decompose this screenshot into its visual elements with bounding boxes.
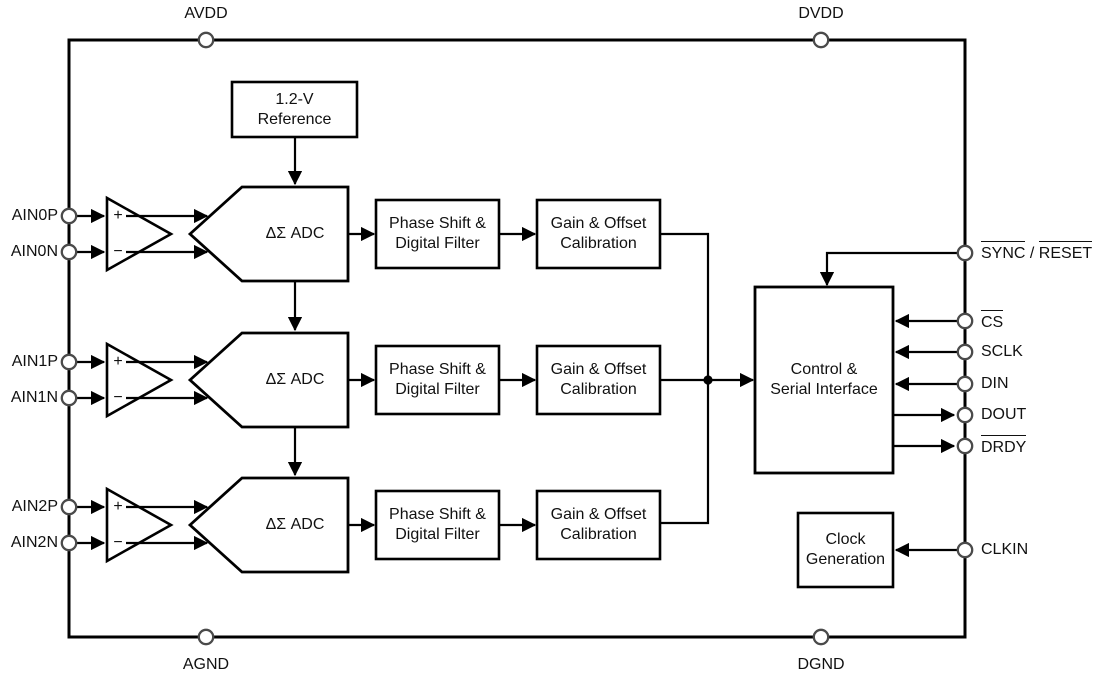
clock-block-label: Clock Generation xyxy=(805,531,886,568)
chip-outline xyxy=(67,38,967,639)
pin-ain1n xyxy=(60,389,78,407)
amp0-plus-sign: + xyxy=(113,207,123,224)
pin-dgnd xyxy=(812,628,830,646)
clock-block xyxy=(796,511,895,589)
pin-label-ain0n: AIN0N xyxy=(10,243,58,260)
channel-1 xyxy=(76,331,662,429)
amp2-plus-sign: + xyxy=(113,498,123,515)
filter-block-2 xyxy=(374,489,501,561)
filter-block-1 xyxy=(374,344,501,416)
pin-avdd xyxy=(197,31,215,49)
pin-sync-reset xyxy=(956,244,974,262)
data-bus xyxy=(660,232,755,525)
pin-label-drdy: DRDY xyxy=(981,435,1027,459)
drdy-label: DRDY xyxy=(981,435,1027,459)
pin-drdy xyxy=(956,437,974,455)
reference-chain xyxy=(230,80,359,477)
wire-sync-reset xyxy=(819,251,957,287)
pin-label-din: DIN xyxy=(981,375,1009,392)
pin-label-sync-reset: SYNC / RESET xyxy=(981,241,1093,265)
sync-reset-separator: / xyxy=(1025,245,1039,262)
pin-dvdd xyxy=(812,31,830,49)
pin-ain0n xyxy=(60,243,78,261)
reset-label: RESET xyxy=(1038,241,1093,265)
pin-ain2p xyxy=(60,498,78,516)
pin-circles xyxy=(60,31,974,646)
control-block xyxy=(753,285,895,475)
pin-ain2n xyxy=(60,534,78,552)
pin-din xyxy=(956,375,974,393)
pin-label-ain1p: AIN1P xyxy=(11,353,58,370)
pin-label-agnd: AGND xyxy=(182,656,230,673)
bus-ch0 xyxy=(660,232,710,380)
amp2-minus-sign: − xyxy=(113,534,123,551)
pin-ain1p xyxy=(60,353,78,371)
amp0-minus-sign: − xyxy=(113,243,123,260)
pin-label-dvdd: DVDD xyxy=(798,5,844,22)
filter-block-label-2: Phase Shift & Digital Filter xyxy=(389,506,486,543)
pin-label-dout: DOUT xyxy=(981,406,1027,423)
pin-label-ain2p: AIN2P xyxy=(11,498,58,515)
pin-cs xyxy=(956,312,974,330)
channel-0 xyxy=(76,185,662,283)
cal-block-label-0: Gain & Offset Calibration xyxy=(550,215,647,252)
pin-label-sclk: SCLK xyxy=(981,343,1023,360)
pin-label-clkin: CLKIN xyxy=(981,541,1029,558)
cal-block-0 xyxy=(535,198,662,270)
filter-block-label-1: Phase Shift & Digital Filter xyxy=(389,361,486,398)
pin-dout xyxy=(956,406,974,424)
pin-label-ain2n: AIN2N xyxy=(10,534,58,551)
bus-ch2 xyxy=(660,380,710,525)
reference-block-label: 1.2-V Reference xyxy=(257,90,332,128)
pin-label-ain1n: AIN1N xyxy=(10,389,58,406)
cal-block-1 xyxy=(535,344,662,416)
pin-ain0p xyxy=(60,207,78,225)
channel-2 xyxy=(76,476,662,574)
pin-label-cs: CS xyxy=(981,310,1004,334)
cal-block-2 xyxy=(535,489,662,561)
amp1-minus-sign: − xyxy=(113,389,123,406)
cs-label: CS xyxy=(981,310,1004,334)
bus-junction-dot xyxy=(703,375,713,385)
control-block-label: Control & Serial Interface xyxy=(770,361,878,398)
reference-block xyxy=(230,80,359,139)
adc-block-label-1: ΔΣ ADC xyxy=(265,371,325,388)
cal-block-label-2: Gain & Offset Calibration xyxy=(550,506,647,543)
serial-wires xyxy=(819,251,957,558)
cal-block-label-1: Gain & Offset Calibration xyxy=(550,361,647,398)
pin-label-avdd: AVDD xyxy=(184,5,228,22)
sync-label: SYNC xyxy=(981,241,1026,265)
pin-sclk xyxy=(956,343,974,361)
filter-block-0 xyxy=(374,198,501,270)
amp1-plus-sign: + xyxy=(113,353,123,370)
adc-block-label-2: ΔΣ ADC xyxy=(265,516,325,533)
pin-clkin xyxy=(956,541,974,559)
pin-agnd xyxy=(197,628,215,646)
pin-label-ain0p: AIN0P xyxy=(11,207,58,224)
filter-block-label-0: Phase Shift & Digital Filter xyxy=(389,215,486,252)
pin-label-dgnd: DGND xyxy=(797,656,845,673)
adc-block-label-0: ΔΣ ADC xyxy=(265,225,325,242)
